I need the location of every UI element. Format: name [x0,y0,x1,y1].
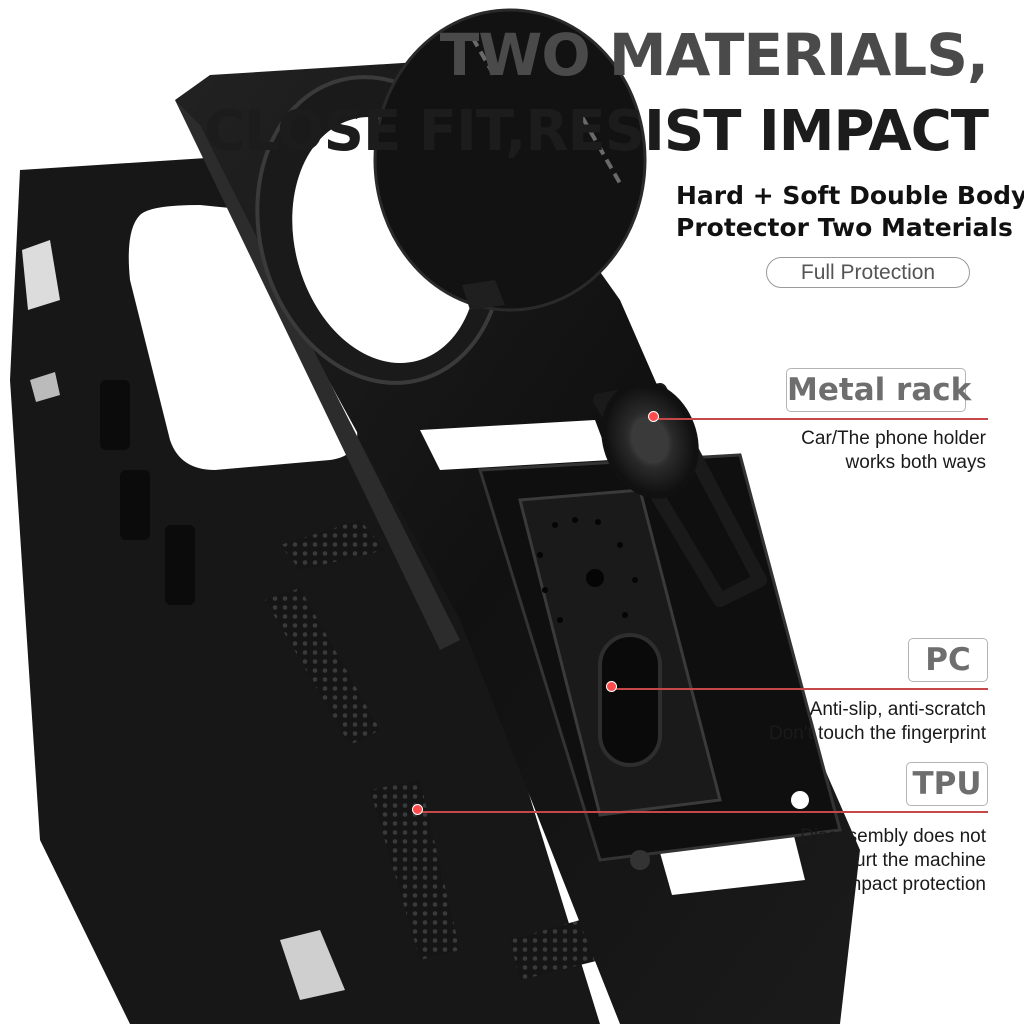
tpu-desc-line-3: impact protection [841,874,986,895]
tpu-desc-line-1: Disassembly does not [800,826,986,847]
headline-line-1: TWO MATERIALS, [439,21,989,89]
metal-rack-tag: Metal rack [786,368,971,412]
tpu-callout-line [420,811,988,813]
ring-holder [593,381,767,607]
pc-tag: PC [908,638,988,682]
headline-line-2: CLOSE FIT,RESIST IMPACT [204,99,989,164]
metal-rack-callout-line [656,418,988,420]
tpu-tag: TPU [906,762,988,806]
pc-callout-dot [606,681,617,692]
tpu-desc-line-2: hurt the machine [844,850,986,871]
subheadline-line-2: Protector Two Materials [676,213,1013,242]
pc-description: Anti-slip, anti-scratch Don't touch the … [769,698,986,746]
pc-desc-line-2: Don't touch the fingerprint [769,723,986,744]
metal-rack-desc-line-1: Car/The phone holder [801,428,986,449]
camera-slide-cover [255,8,647,385]
subheadline: Hard + Soft Double Body Protector Two Ma… [676,180,1024,244]
subheadline-line-1: Hard + Soft Double Body [676,181,1024,210]
tpu-description: Disassembly does not hurt the machine im… [800,825,986,897]
metal-rack-callout-dot [648,411,659,422]
pc-callout-line [614,688,988,690]
metal-rack-desc-line-2: works both ways [845,452,986,473]
pc-desc-line-1: Anti-slip, anti-scratch [809,699,986,720]
metal-rack-description: Car/The phone holder works both ways [801,427,986,475]
tpu-callout-dot [412,804,423,815]
full-protection-badge: Full Protection [766,257,970,288]
